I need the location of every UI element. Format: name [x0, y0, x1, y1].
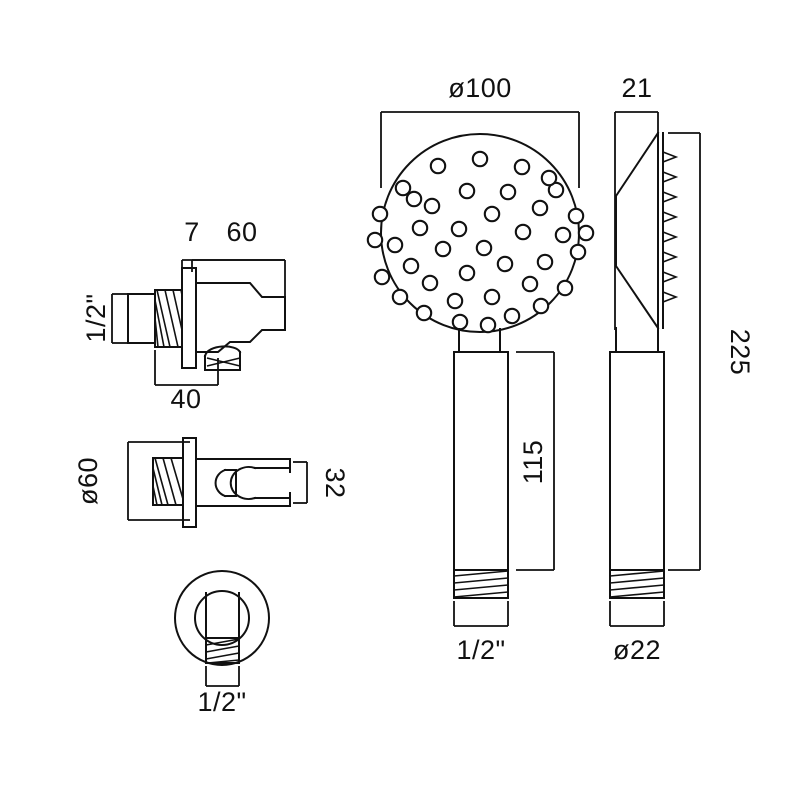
bracket-top-body-lower: [195, 492, 291, 507]
dim-outlet-plate-diameter: [127, 441, 190, 521]
dim-bracket-depth: [181, 259, 286, 318]
dim-bracket-height: [293, 461, 308, 504]
outlet-thread: [205, 637, 240, 664]
label-bracket-height: 32: [320, 467, 350, 498]
outlet-body-sides: [205, 592, 240, 639]
handset-handle-front: [453, 351, 509, 571]
dim-bracket-width: [154, 350, 219, 386]
handset-neck-side: [615, 327, 659, 353]
bracket-outlet-nipple: [203, 345, 242, 371]
nozzle-teeth-group: [662, 151, 679, 303]
dim-total-length: [668, 132, 701, 571]
label-handle-length: 115: [518, 440, 548, 485]
handset-side-view: [609, 111, 701, 627]
handset-front-view: [366, 111, 595, 627]
handle-thread-front: [453, 569, 509, 599]
handset-neck: [458, 328, 501, 353]
bracket-inlet-stub: [127, 293, 156, 344]
label-head-diameter: ø100: [448, 73, 512, 103]
bracket-top-thread: [152, 457, 184, 506]
dim-handle-diameter: [609, 601, 665, 627]
nozzle-hole-group: [366, 150, 595, 334]
label-bracket-depth: 60: [226, 217, 257, 247]
label-handle-diameter: ø22: [613, 635, 661, 665]
label-bracket-thread: 1/2": [81, 293, 111, 342]
dim-outlet-thread: [205, 666, 240, 687]
bracket-thread-spigot: [154, 289, 183, 348]
bracket-top-view: [127, 437, 308, 528]
label-total-length: 225: [725, 329, 755, 376]
handset-handle-side: [609, 351, 665, 571]
label-outlet-plate-diameter: ø60: [73, 457, 103, 505]
bracket-wall-plate: [181, 267, 197, 369]
dim-head-diameter: [380, 111, 580, 188]
label-outlet-thread: 1/2": [197, 687, 246, 717]
bracket-body-profile: [195, 282, 286, 353]
dim-handle-thread: [453, 601, 509, 627]
label-head-thickness: 21: [621, 73, 652, 103]
label-bracket-width: 40: [170, 384, 201, 414]
label-handle-thread: 1/2": [456, 635, 505, 665]
outlet-inner-circle: [194, 590, 250, 646]
bracket-side-view: [111, 259, 286, 386]
head-side-wedge: [615, 131, 660, 330]
bracket-cradle-c-shape: [214, 466, 291, 500]
handle-thread-side: [609, 569, 665, 599]
bracket-top-plate: [182, 437, 197, 528]
label-plate-thickness: 7: [184, 217, 200, 247]
dim-bracket-thread: [111, 293, 128, 344]
bracket-top-body-upper: [195, 458, 291, 473]
dim-handle-length: [516, 351, 555, 571]
outlet-front-view: [174, 570, 270, 687]
